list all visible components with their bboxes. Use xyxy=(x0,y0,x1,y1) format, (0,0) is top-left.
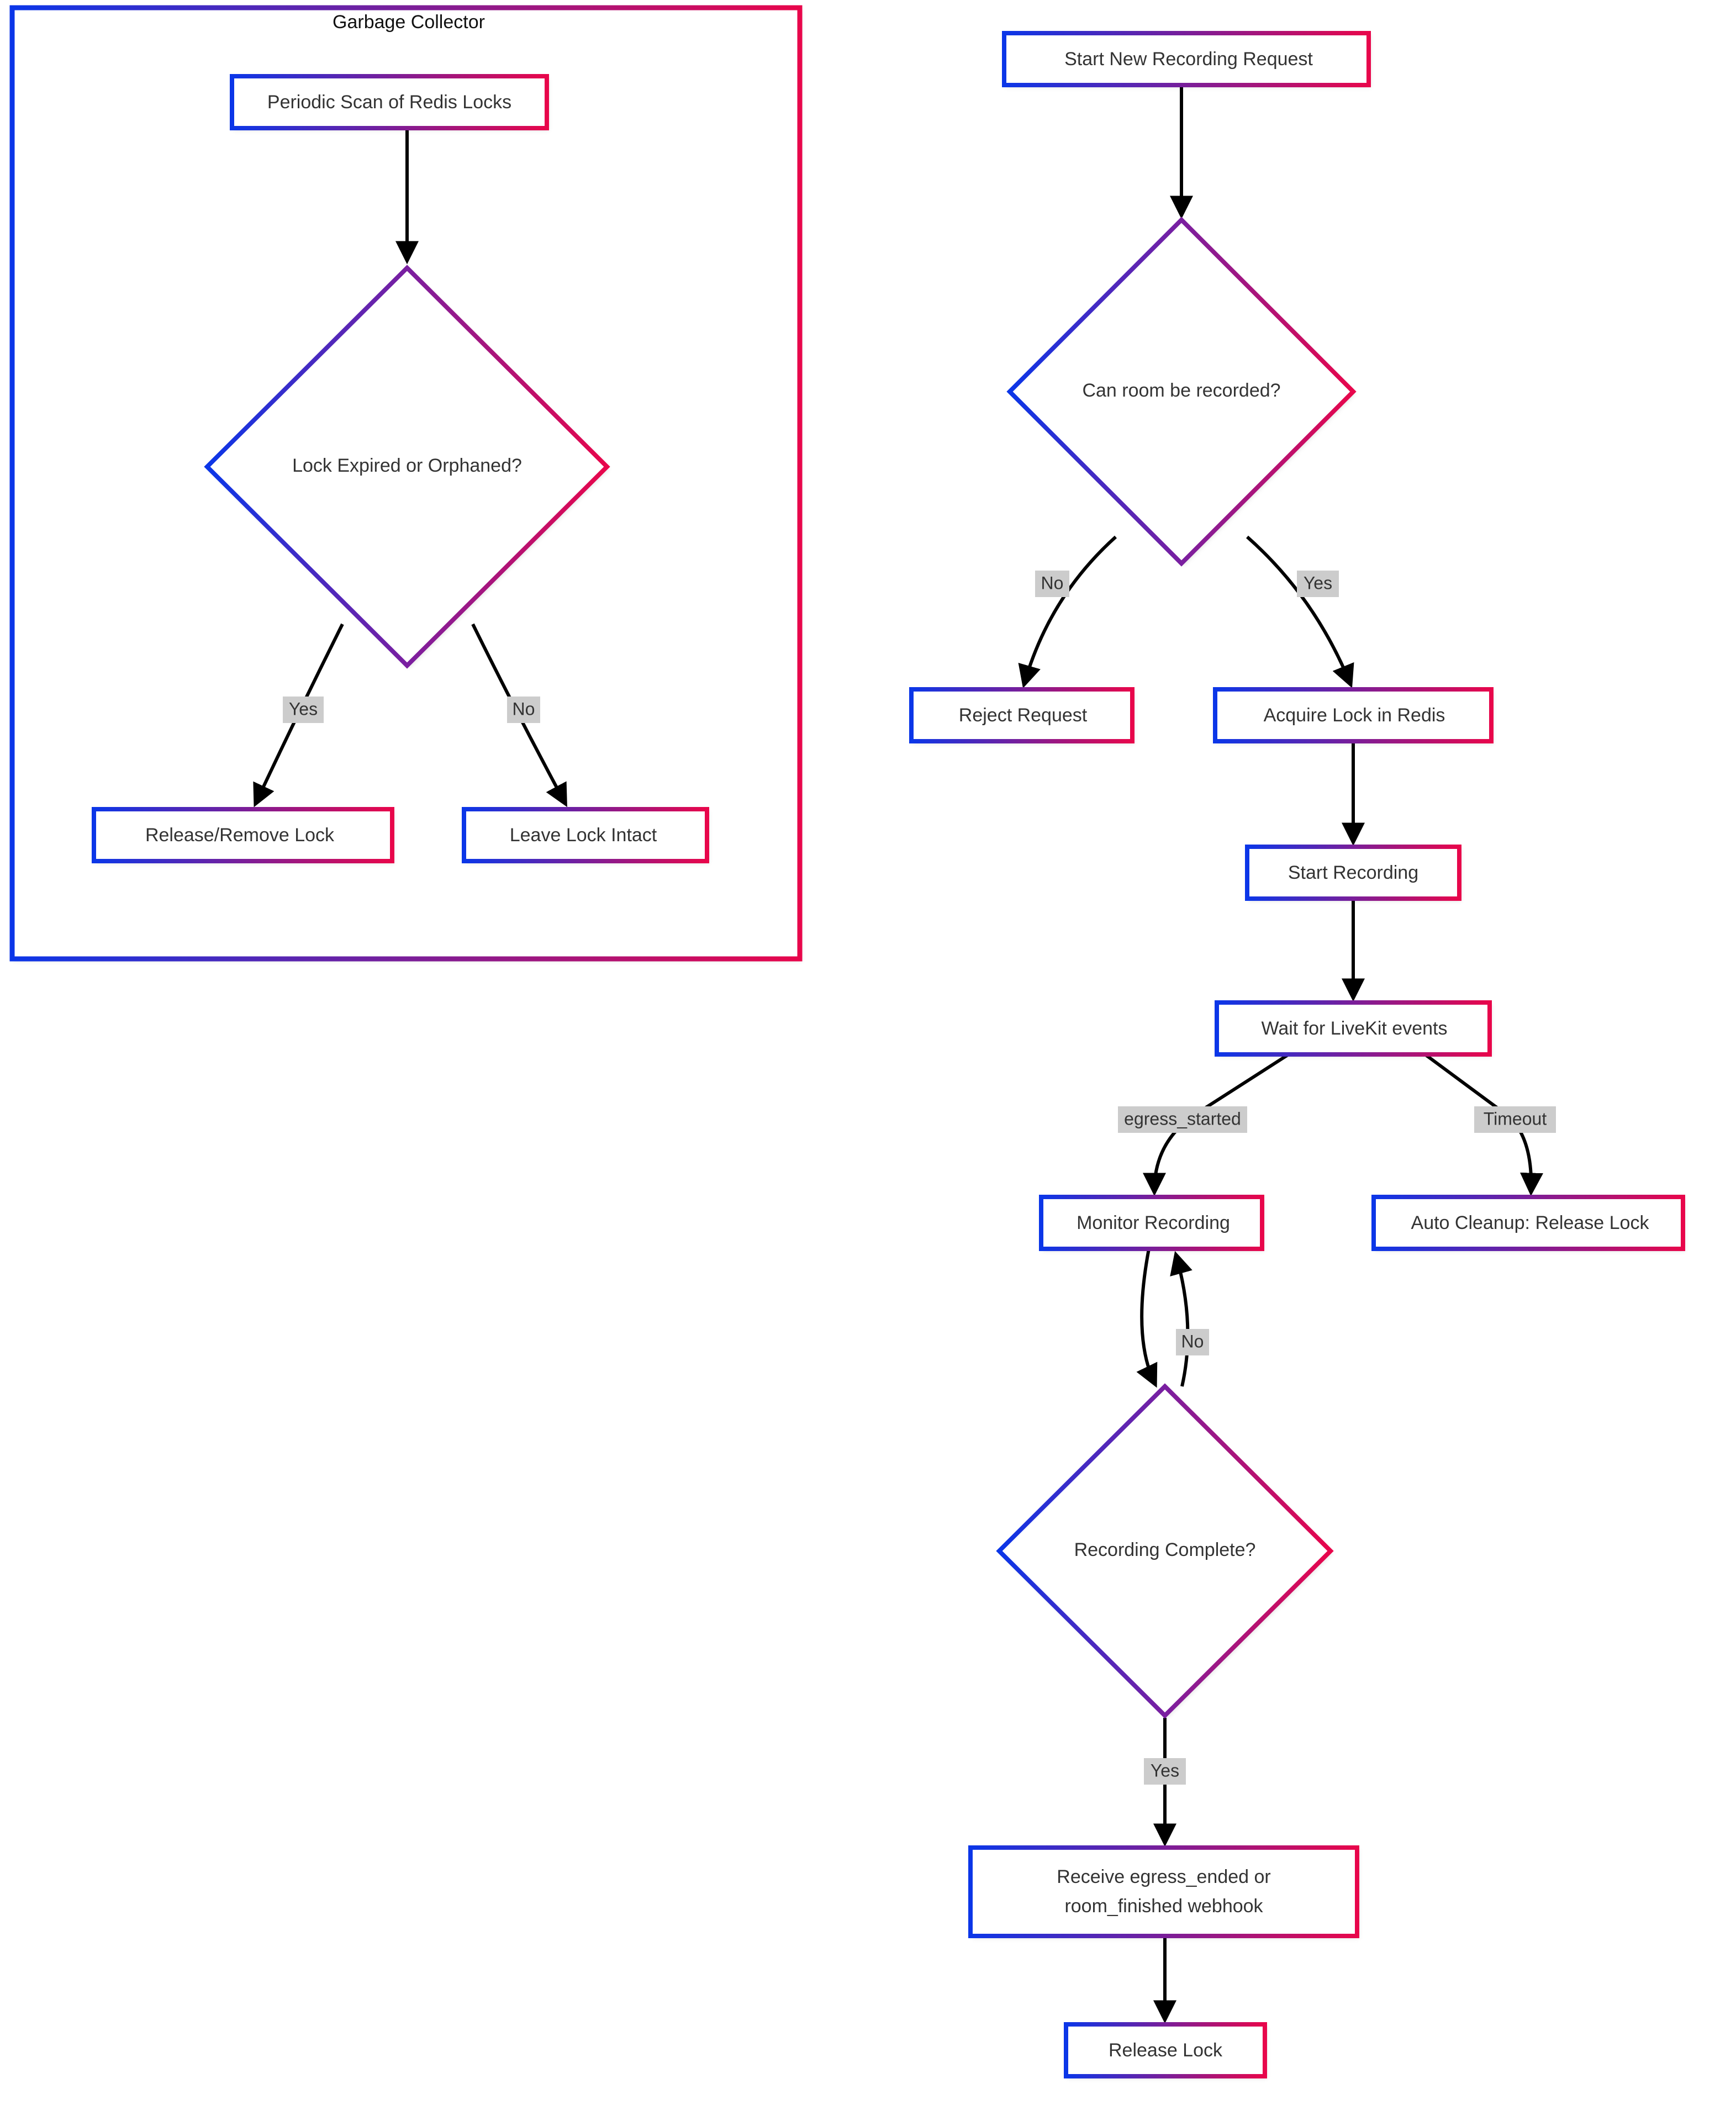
edge-label-bg xyxy=(1176,1329,1209,1355)
node-label: Periodic Scan of Redis Locks xyxy=(267,92,511,113)
edge-monitor-recording-to-recording-complete xyxy=(1136,1248,1158,1388)
edge-recording-complete-to-monitor-recording xyxy=(1170,1251,1192,1387)
node-border xyxy=(1006,217,1357,567)
node-label: Lock Expired or Orphaned? xyxy=(292,455,522,476)
node-start-recording[interactable]: Start Recording xyxy=(1245,845,1461,901)
node-lock-expired-or-orphaned[interactable]: Lock Expired or Orphaned? xyxy=(204,265,610,669)
node-label: Acquire Lock in Redis xyxy=(1264,705,1445,726)
edge-label-bg xyxy=(1474,1106,1556,1133)
node-bg xyxy=(464,809,707,861)
edge-label-gc-no: No xyxy=(507,697,540,723)
node-bg xyxy=(232,76,547,128)
node-label: Wait for LiveKit events xyxy=(1262,1018,1448,1039)
node-border xyxy=(204,265,610,669)
node-border xyxy=(1215,1000,1492,1057)
node-border xyxy=(1002,31,1371,87)
edge-label-complete-yes: Yes xyxy=(1144,1758,1186,1785)
subgraph-title: Garbage Collector xyxy=(333,12,485,33)
node-bg xyxy=(1215,689,1491,741)
edge-label-text: No xyxy=(1181,1331,1204,1351)
node-monitor-recording[interactable]: Monitor Recording xyxy=(1039,1195,1264,1251)
node-bg xyxy=(970,1848,1357,1936)
node-label: Release/Remove Lock xyxy=(145,825,335,846)
edge-label-bg xyxy=(1035,571,1069,597)
node-reject-request[interactable]: Reject Request xyxy=(909,687,1135,743)
node-bg xyxy=(911,689,1132,741)
edge-label-text: egress_started xyxy=(1124,1109,1241,1128)
edge-label-can-record-no: No xyxy=(1035,571,1069,597)
node-label: Can room be recorded? xyxy=(1082,380,1280,401)
edge-label-timeout: Timeout xyxy=(1474,1106,1556,1133)
node-label: Reject Request xyxy=(959,705,1088,726)
edge-label-text: Timeout xyxy=(1484,1109,1547,1128)
edge-can-record-to-reject-request xyxy=(1018,535,1117,689)
node-bg xyxy=(1247,847,1459,899)
edge-label-bg xyxy=(1118,1106,1247,1133)
node-can-room-be-recorded[interactable]: Can room be recorded? xyxy=(1006,217,1357,567)
edge-label-bg xyxy=(1144,1758,1186,1785)
node-auto-cleanup-release-lock[interactable]: Auto Cleanup: Release Lock xyxy=(1371,1195,1685,1251)
node-receive-webhook[interactable]: Receive egress_ended or room_finished we… xyxy=(968,1845,1359,1938)
node-acquire-lock-in-redis[interactable]: Acquire Lock in Redis xyxy=(1213,687,1494,743)
node-release-lock[interactable]: Release Lock xyxy=(1064,2022,1267,2078)
edge-label-bg xyxy=(507,697,540,723)
node-border xyxy=(1245,845,1461,901)
edge-can-record-to-acquire-lock xyxy=(1246,535,1354,688)
node-bg xyxy=(1066,2024,1265,2076)
edge-label-egress-started: egress_started xyxy=(1118,1106,1247,1133)
node-label: Recording Complete? xyxy=(1074,1539,1256,1560)
node-border xyxy=(92,807,394,863)
node-label: Release Lock xyxy=(1109,2040,1223,2061)
edge-label-bg xyxy=(283,697,324,723)
node-bg xyxy=(1374,1197,1683,1249)
node-release-remove-lock[interactable]: Release/Remove Lock xyxy=(92,807,394,863)
node-label: Start Recording xyxy=(1288,862,1418,883)
edge-label-text: No xyxy=(1041,573,1064,593)
node-label: Leave Lock Intact xyxy=(510,825,657,846)
edge-label-can-record-yes: Yes xyxy=(1297,571,1339,597)
node-border xyxy=(909,687,1135,743)
node-periodic-scan-of-redis-locks[interactable]: Periodic Scan of Redis Locks xyxy=(230,74,549,130)
node-recording-complete[interactable]: Recording Complete? xyxy=(996,1383,1334,1719)
edge-label-gc-yes: Yes xyxy=(283,697,324,723)
node-bg xyxy=(94,809,392,861)
edge-label-text: Yes xyxy=(1304,573,1332,593)
node-label-line1: Receive egress_ended or xyxy=(1057,1866,1270,1887)
node-border xyxy=(1371,1195,1685,1251)
node-bg xyxy=(1217,1003,1490,1054)
node-label: Monitor Recording xyxy=(1077,1212,1230,1233)
node-border xyxy=(1064,2022,1267,2078)
edge-label-bg xyxy=(1297,571,1339,597)
node-border xyxy=(462,807,709,863)
node-border xyxy=(996,1383,1334,1719)
edge-label-text: No xyxy=(513,699,535,719)
node-bg xyxy=(1004,33,1369,85)
node-bg xyxy=(1041,1197,1262,1249)
subgraph-border xyxy=(9,5,803,962)
node-wait-for-livekit-events[interactable]: Wait for LiveKit events xyxy=(1215,1000,1492,1057)
node-leave-lock-intact[interactable]: Leave Lock Intact xyxy=(462,807,709,863)
node-label: Start New Recording Request xyxy=(1064,49,1313,70)
node-border xyxy=(1039,1195,1264,1251)
edge-label-text: Yes xyxy=(289,699,318,719)
node-label-line2: room_finished webhook xyxy=(1064,1896,1263,1917)
node-label: Auto Cleanup: Release Lock xyxy=(1411,1212,1650,1233)
node-border xyxy=(230,74,549,130)
edge-label-text: Yes xyxy=(1151,1760,1179,1780)
node-border xyxy=(1213,687,1494,743)
node-start-new-recording-request[interactable]: Start New Recording Request xyxy=(1002,31,1371,87)
edge-label-loop-no: No xyxy=(1176,1329,1209,1355)
node-border xyxy=(968,1845,1359,1938)
